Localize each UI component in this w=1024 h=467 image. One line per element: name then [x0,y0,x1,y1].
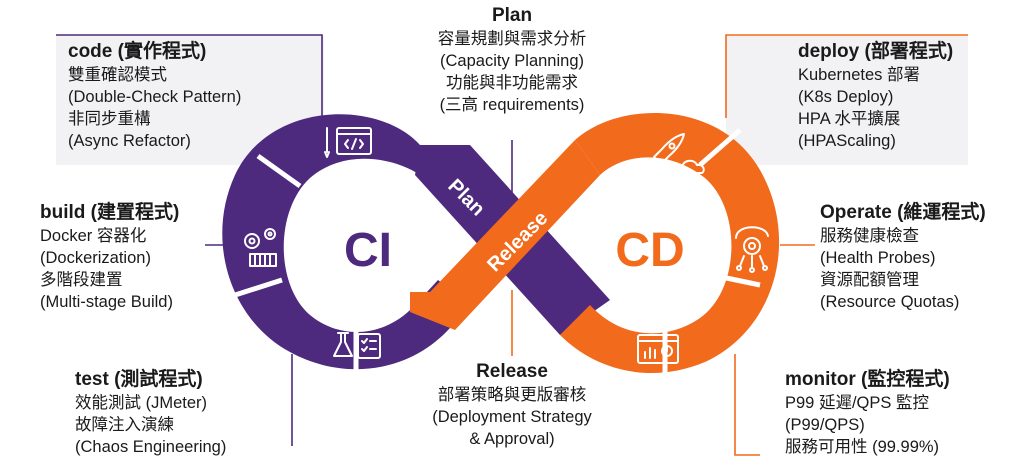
build-line-1: Docker 容器化 [40,227,147,245]
cd-connectors [511,34,968,456]
code-connector [56,34,323,118]
release-band [410,140,600,330]
code-line-3: 非同步重構 [68,110,151,128]
test-line-2: 故障注入演練 [75,416,174,434]
operate-title: Operate (維運程式) [820,202,986,223]
flask-checklist-icon [333,332,381,359]
deploy-title: deploy (部署程式) [798,41,954,62]
test-block: test (測試程式) 效能測試 (JMeter) 故障注入演練 (Chaos … [75,368,285,458]
build-line-4: (Multi-stage Build) [40,293,173,311]
plan-line-4: (三高 requirements) [439,96,585,114]
deploy-line-2: (K8s Deploy) [798,88,894,106]
release-line-2: (Deployment Strategy [432,408,592,426]
ci-loop [222,114,470,370]
monitor-title: monitor (監控程式) [785,369,950,390]
operate-line-4: (Resource Quotas) [820,293,960,311]
release-line-1: 部署策略與更版審核 [437,386,587,404]
deploy-box [726,35,968,165]
monitor-line-3: 服務可用性 (99.99%) [785,438,940,456]
test-title: test (測試程式) [75,369,203,390]
plan-title: Plan [491,5,533,26]
build-block: build (建置程式) Docker 容器化 (Dockerization) … [40,201,210,313]
plan-block: Plan 容量規劃與需求分析 (Capacity Planning) 功能與非功… [412,4,612,116]
plan-line-1: 容量規劃與需求分析 [437,30,587,48]
gear-network-icon [735,226,769,273]
build-line-3: 多階段建置 [40,271,123,289]
cd-label: CD [615,224,684,277]
monitor-block: monitor (監控程式) P99 延遲/QPS 監控 (P99/QPS) 服… [785,368,1020,458]
monitor-line-1: P99 延遲/QPS 監控 [785,394,929,412]
code-line-1: 雙重確認模式 [68,66,167,84]
dashboard-icon [637,334,679,364]
operate-line-2: (Health Probes) [820,249,936,267]
monitor-line-2: (P99/QPS) [785,416,865,434]
deploy-block: deploy (部署程式) Kubernetes 部署 (K8s Deploy)… [798,40,973,152]
build-title: build (建置程式) [40,202,180,223]
code-title: code (實作程式) [68,41,207,62]
deploy-line-3: HPA 水平擴展 [798,110,901,128]
build-line-2: (Dockerization) [40,249,151,267]
rocket-cloud-icon [645,133,705,174]
test-line-1: 效能測試 (JMeter) [75,394,207,412]
operate-line-3: 資源配額管理 [820,271,919,289]
operate-line-1: 服務健康檢查 [820,227,919,245]
plan-line-2: (Capacity Planning) [440,52,584,70]
test-line-3: (Chaos Engineering) [75,438,227,456]
plan-line-3: 功能與非功能需求 [446,74,578,92]
cd-loop [560,112,780,374]
operate-block: Operate (維運程式) 服務健康檢查 (Health Probes) 資源… [820,201,1020,313]
code-block: code (實作程式) 雙重確認模式 (Double-Check Pattern… [68,40,318,152]
deploy-line-4: (HPAScaling) [798,132,896,150]
code-line-2: (Double-Check Pattern) [68,88,242,106]
deploy-line-1: Kubernetes 部署 [798,66,920,84]
release-line-3: & Approval) [469,430,555,448]
gears-icon [244,228,277,267]
ci-label: CI [344,224,392,277]
release-title: Release [476,361,548,382]
code-line-4: (Async Refactor) [68,132,191,150]
monitor-connector [734,354,760,456]
deploy-connector [725,34,968,118]
release-block: Release 部署策略與更版審核 (Deployment Strategy &… [402,360,622,450]
code-window-icon [324,127,372,158]
